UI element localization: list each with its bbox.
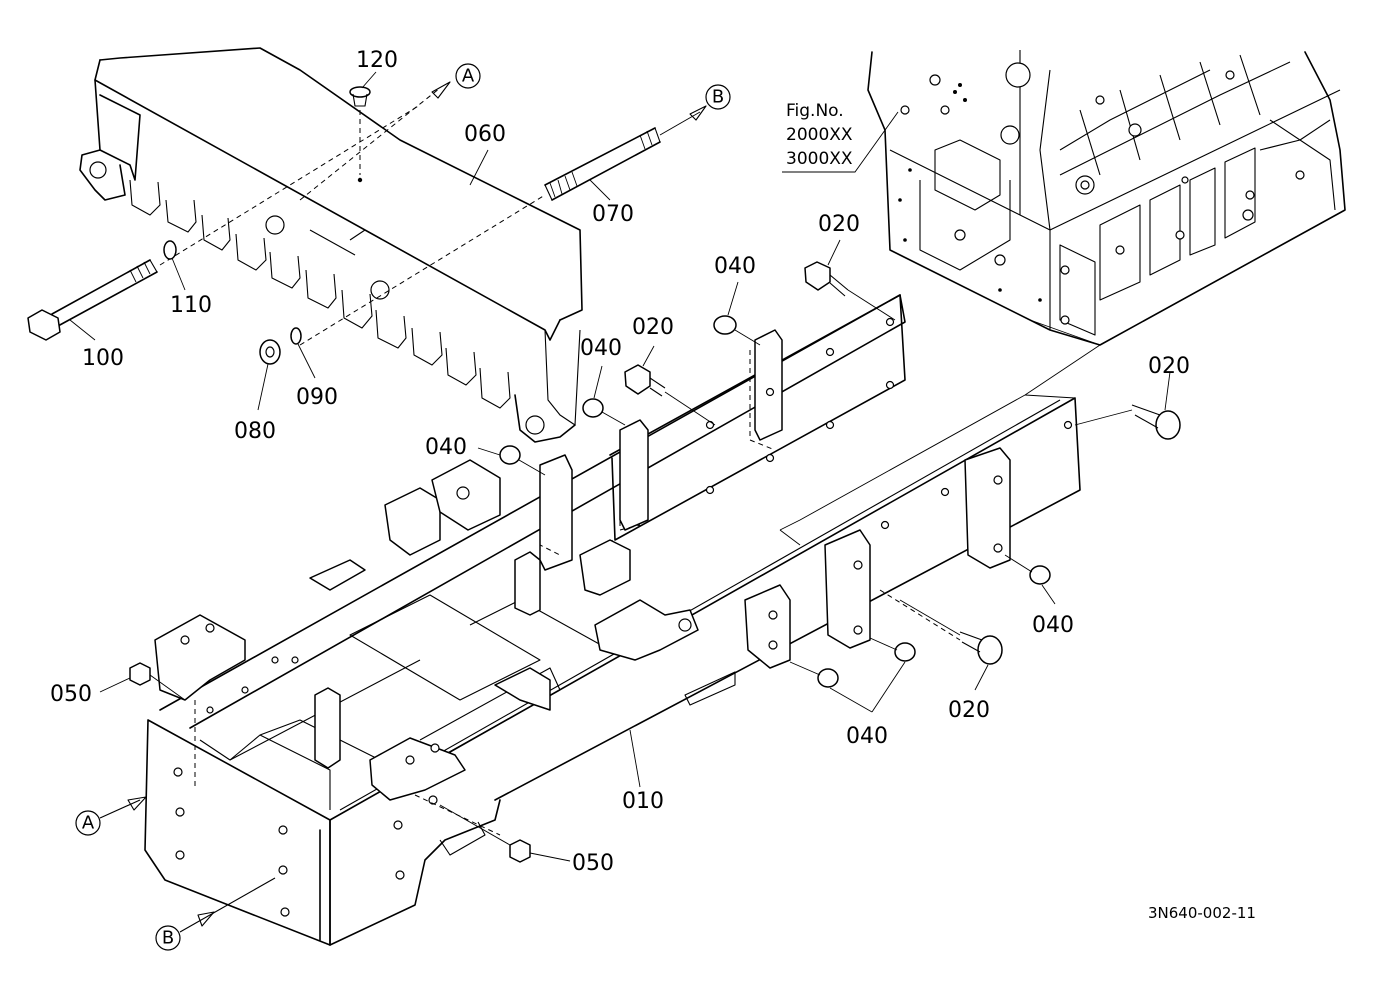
label-070: 070 (592, 202, 634, 227)
label-040-c: 040 (425, 435, 467, 460)
figure-note-line3: 3000XX (786, 149, 853, 169)
bolt-020-b (624, 364, 716, 426)
label-100: 100 (82, 346, 124, 371)
label-020-b: 020 (632, 315, 674, 340)
ref-arrow-b-top: B (659, 84, 731, 136)
ref-label-b-top: B (712, 87, 724, 108)
label-050-a: 050 (50, 682, 92, 707)
bolt-020-d (899, 599, 1003, 665)
part-120-bolt (349, 86, 371, 183)
part-090-washer (290, 327, 302, 345)
label-020-a: 020 (818, 212, 860, 237)
collar-040-e (789, 637, 916, 688)
part-080-nut (259, 339, 281, 365)
bolt-050-b (439, 804, 531, 863)
ref-arrow-a-bottom: A (75, 796, 147, 836)
collar-040-d (1004, 554, 1051, 585)
label-080: 080 (234, 419, 276, 444)
drawing-code: 3N640-002-11 (1148, 904, 1256, 922)
part-labels: 120 060 070 110 100 090 080 020 040 020 … (50, 48, 1190, 876)
label-090: 090 (296, 385, 338, 410)
frame-010 (144, 294, 1101, 946)
figure-note: Fig.No. 2000XX 3000XX (782, 101, 899, 173)
callout-leaders (69, 71, 1171, 862)
label-020-d: 020 (948, 698, 990, 723)
ref-label-a-top: A (462, 66, 475, 87)
part-110-washer (163, 240, 177, 260)
bolt-050-a (129, 662, 186, 701)
bolt-020-c (1074, 404, 1181, 440)
label-010: 010 (622, 789, 664, 814)
label-020-c: 020 (1148, 354, 1190, 379)
guard-060 (79, 47, 583, 443)
label-040-d: 040 (1032, 613, 1074, 638)
label-040-b: 040 (580, 336, 622, 361)
part-070-stud (299, 127, 661, 346)
label-110: 110 (170, 293, 212, 318)
label-040-e: 040 (846, 724, 888, 749)
label-050-b: 050 (572, 851, 614, 876)
figure-note-line2: 2000XX (786, 125, 853, 145)
ref-label-a-bottom: A (82, 813, 95, 834)
collar-040-b (582, 398, 626, 426)
figure-note-line1: Fig.No. (786, 101, 844, 121)
ref-arrow-a-top: A (299, 63, 481, 201)
label-040-a: 040 (714, 254, 756, 279)
collar-040-a (713, 315, 761, 346)
label-120: 120 (356, 48, 398, 73)
label-060: 060 (464, 122, 506, 147)
ref-arrow-b-bottom: B (155, 877, 276, 951)
engine-block (867, 50, 1346, 346)
ref-label-b-bottom: B (162, 928, 174, 949)
part-100-bolt (27, 104, 421, 341)
bolt-020-a (804, 261, 896, 321)
collar-040-c (499, 445, 546, 476)
